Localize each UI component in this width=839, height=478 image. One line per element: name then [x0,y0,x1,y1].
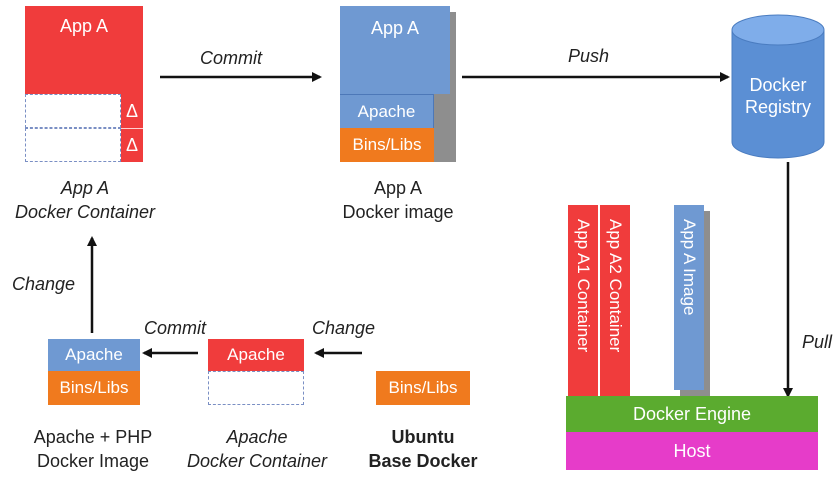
image-app-layer: App A [340,6,450,94]
container-empty-layer-1 [25,94,121,128]
caption-line: App A [373,178,423,198]
app-a-image-label: App A Image [680,219,699,316]
registry-line: Docker [749,75,807,95]
caption-line: App A [60,178,110,198]
ubuntu-bins-layer: Bins/Libs [376,371,470,405]
app-a2-container-label: App A2 Container [606,219,625,353]
registry-line: Registry [744,97,811,117]
delta-symbol: Δ [125,100,139,121]
image-apache-layer: Apache [340,94,434,128]
container-app-label: App A [59,16,109,36]
apache-container-label: Apache [227,345,285,364]
commit-label-bottom: Commit [144,318,206,338]
php-apache-layer: Apache [48,339,140,371]
app-a2-container: App A2 Container [600,205,630,396]
caption-line: Docker Container [14,202,156,222]
caption-line: Docker Container [186,451,328,471]
host-label: Host [673,440,711,461]
image-app-label: App A [370,18,420,38]
apache-container-caption: Apache Docker Container [172,425,342,473]
app-a1-container-label: App A1 Container [574,219,593,353]
docker-engine-layer: Docker Engine [566,396,818,432]
commit-label-top: Commit [200,48,262,68]
caption-line: Ubuntu [391,427,455,447]
apache-container-empty-layer [208,371,304,405]
php-apache-label: Apache [65,345,123,364]
app-a-image: App A Image [674,205,704,390]
host-layer: Host [566,432,818,470]
change-label-bottom: Change [312,318,376,338]
php-bins-layer: Bins/Libs [48,371,140,405]
php-bins-label: Bins/Libs [59,378,129,397]
caption-line: Apache [226,427,288,447]
registry-cylinder-icon [731,14,825,159]
push-label: Push [568,46,610,66]
image-bins-label: Bins/Libs [352,135,422,154]
caption-line: Apache + PHP [33,427,153,447]
ubuntu-caption: Ubuntu Base Docker [348,425,498,473]
caption-line: Docker Image [36,451,150,471]
caption-line: Docker image [342,202,454,222]
docker-engine-label: Docker Engine [632,403,752,424]
delta-layer-1: Δ [121,94,143,128]
pull-label: Pull [802,332,833,352]
delta-symbol: Δ [125,135,139,155]
apache-container-layer: Apache [208,339,304,371]
caption-line: Base Docker [368,451,478,471]
delta-layer-2: Δ [121,128,143,162]
app-a1-container: App A1 Container [568,205,598,396]
image-a-caption: App A Docker image [318,176,478,224]
image-bins-layer: Bins/Libs [340,128,434,162]
apache-php-caption: Apache + PHP Docker Image [8,425,178,473]
image-apache-label: Apache [357,101,416,121]
registry-label: Docker Registry [730,72,826,120]
ubuntu-bins-label: Bins/Libs [388,378,458,397]
change-label-left: Change [12,274,76,294]
container-app-layer: App A [25,6,143,94]
container-empty-layer-2 [25,128,121,162]
container-a-caption: App A Docker Container [0,176,170,224]
